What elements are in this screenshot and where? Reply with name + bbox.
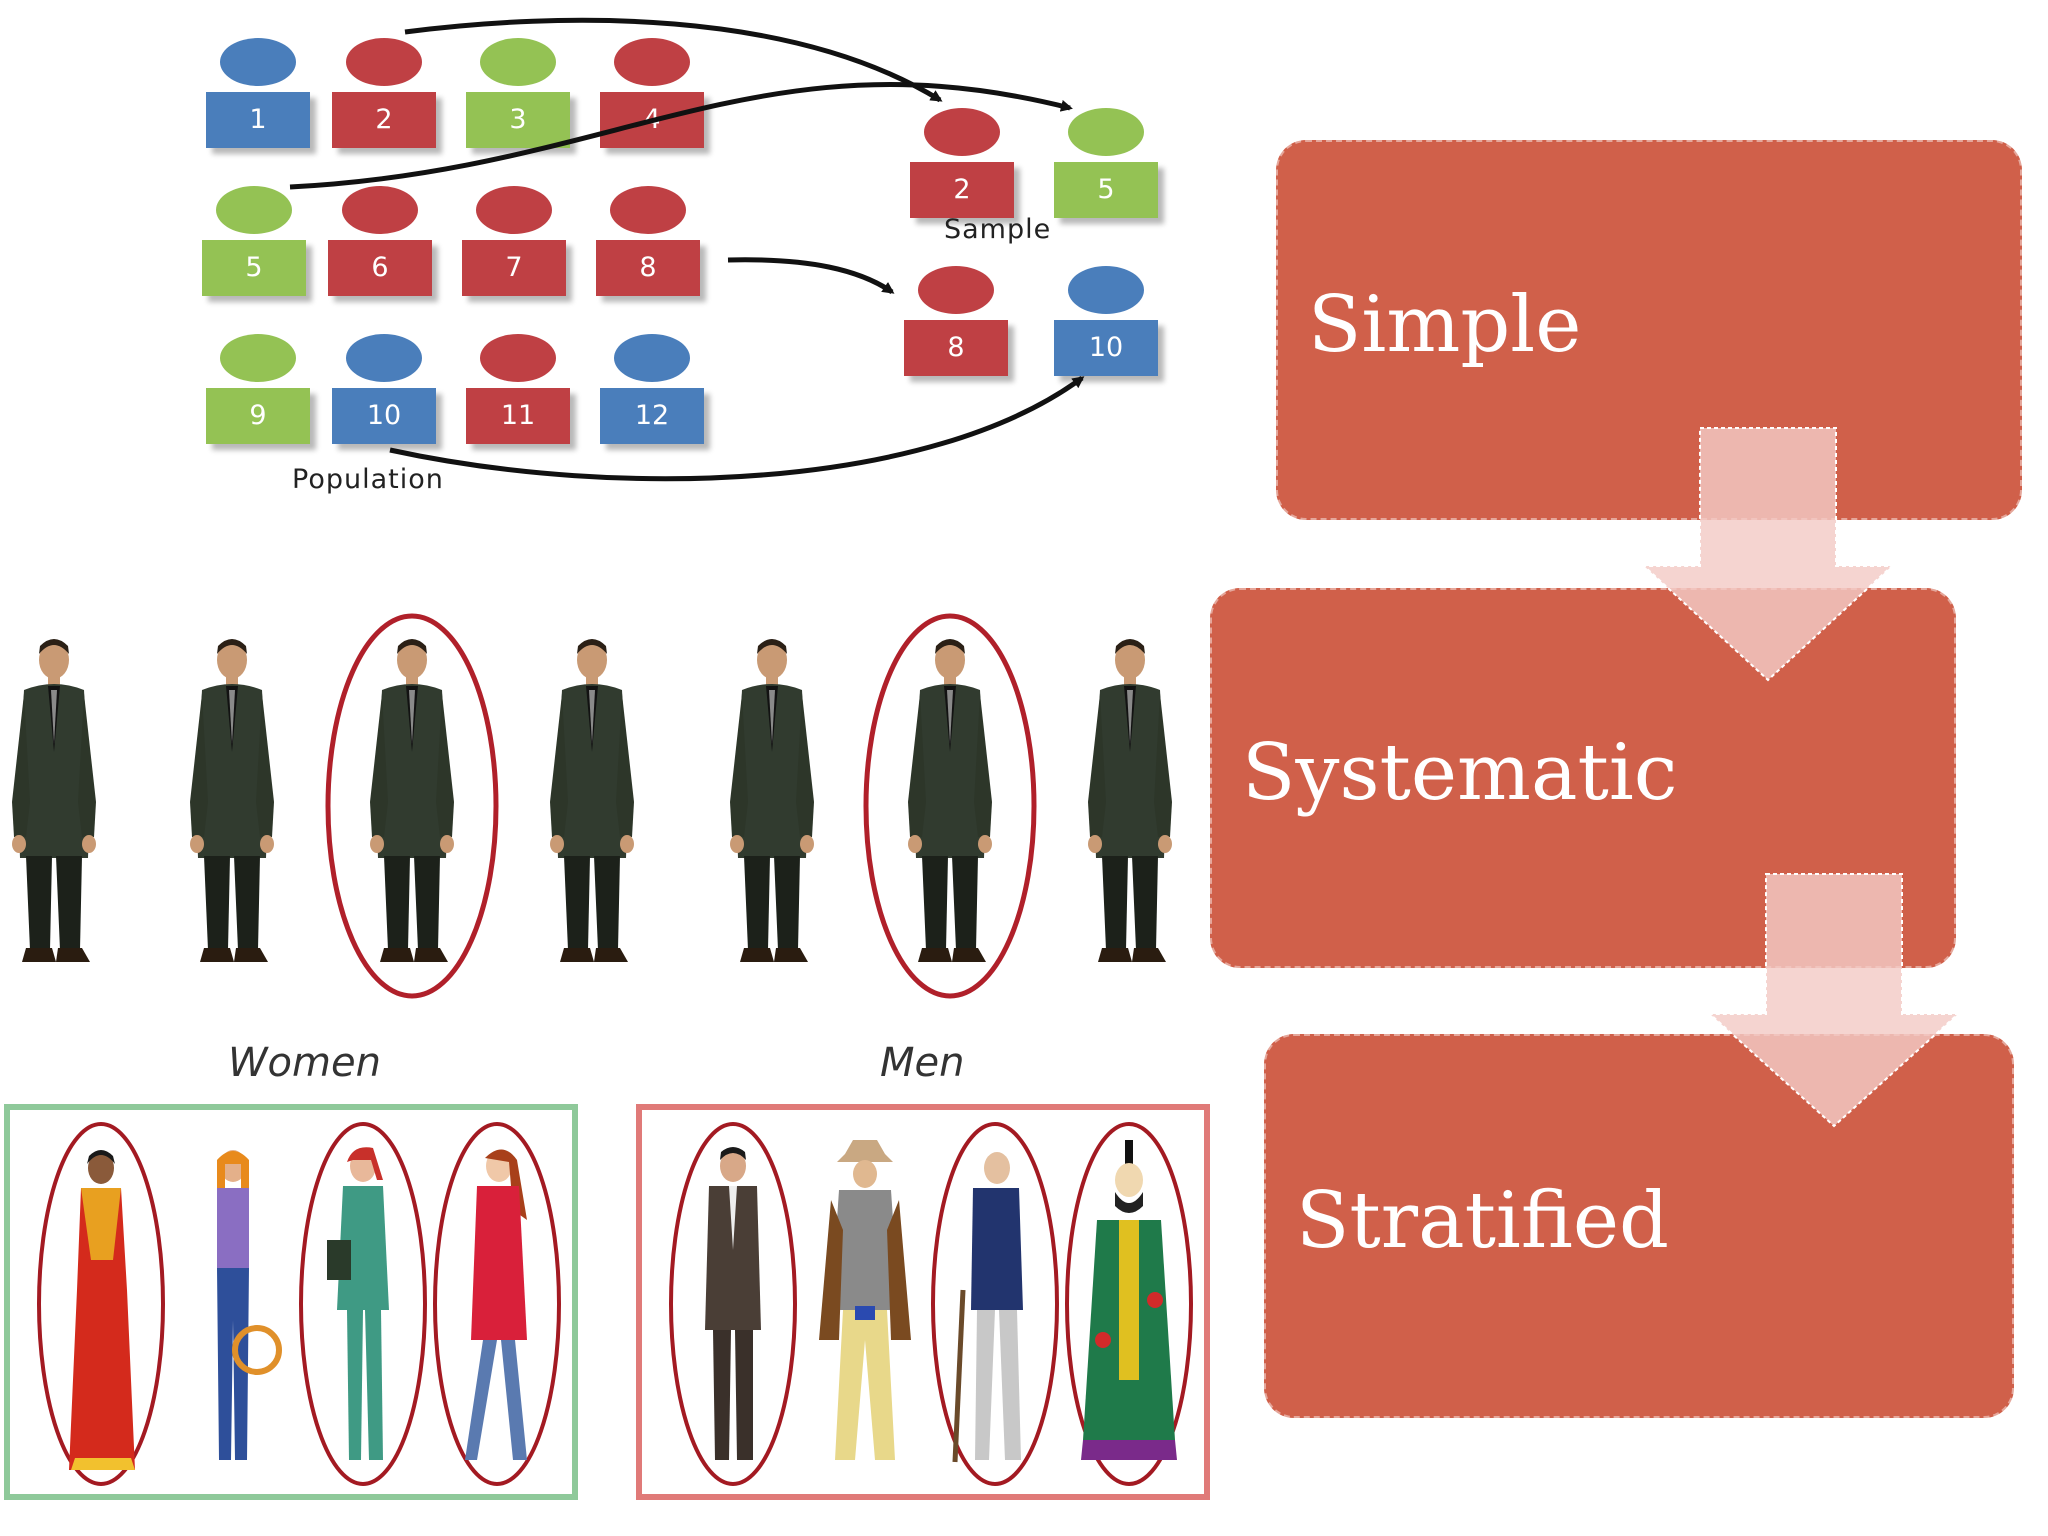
arrow-8-to-sample [727,257,895,295]
token-number: 10 [332,388,436,444]
token-5: 5 [1054,108,1158,218]
token-number: 2 [910,162,1014,218]
flow-step-stratified-label: Stratified [1296,1176,1669,1266]
arrow-2-to-sample [404,17,943,103]
token-number: 8 [596,240,700,296]
token-number: 7 [462,240,566,296]
token-head [924,108,1000,156]
token-number: 8 [904,320,1008,376]
population-caption: Population [292,464,444,495]
token-head [476,186,552,234]
systematic-figure [4,632,104,976]
token-11: 11 [466,334,570,444]
token-8: 8 [596,186,700,296]
systematic-figure [362,632,462,976]
token-head [614,334,690,382]
token-number: 12 [600,388,704,444]
token-number: 11 [466,388,570,444]
systematic-sampling-row [0,600,1200,1020]
token-4: 4 [600,38,704,148]
token-9: 9 [206,334,310,444]
token-head [346,334,422,382]
token-number: 6 [328,240,432,296]
token-head [220,38,296,86]
token-head [220,334,296,382]
flow-step-simple-label: Simple [1308,280,1582,370]
token-10: 10 [1054,266,1158,376]
token-2: 2 [332,38,436,148]
men-stratum-box [636,1104,1210,1500]
sample-caption: Sample [944,214,1052,245]
token-1: 1 [206,38,310,148]
systematic-figure [1080,632,1180,976]
flow-arrow-2 [1707,873,1961,1128]
systematic-figure [182,632,282,976]
token-head [614,38,690,86]
stratum-figure-coat-woman [433,1122,561,1486]
stratum-figure-samurai-man [1065,1122,1193,1486]
flow-step-simple-box [1276,140,2022,520]
token-number: 10 [1054,320,1158,376]
token-number: 2 [332,92,436,148]
token-12: 12 [600,334,704,444]
token-8: 8 [904,266,1008,376]
token-head [346,38,422,86]
stratum-figure-suit-woman [299,1122,427,1486]
flow-step-systematic-label: Systematic [1242,728,1678,818]
group-label-men: Men [880,1040,965,1086]
stratum-figure-elderly-man [931,1122,1059,1486]
systematic-figure [542,632,642,976]
token-head [610,186,686,234]
token-number: 5 [202,240,306,296]
token-3: 3 [466,38,570,148]
token-10: 10 [332,334,436,444]
token-head [342,186,418,234]
selection-ellipse [863,613,1037,999]
token-number: 5 [1054,162,1158,218]
token-head [480,334,556,382]
token-head [918,266,994,314]
stratum-figure-casual-woman [217,1150,282,1460]
flow-step-stratified-box [1264,1034,2014,1418]
token-head [480,38,556,86]
stratum-figure-suit-man [669,1122,797,1486]
stratum-figure-sari-woman [37,1122,165,1486]
selection-arrows [289,17,1085,482]
group-label-women: Women [228,1040,381,1086]
token-6: 6 [328,186,432,296]
systematic-figure [900,632,1000,976]
arrow-5-to-sample [289,82,1073,190]
token-number: 3 [466,92,570,148]
token-head [1068,266,1144,314]
selection-ellipse [325,613,499,999]
token-number: 1 [206,92,310,148]
arrow-10-to-sample [389,375,1085,482]
flow-arrow-1 [1641,427,1895,682]
token-head [216,186,292,234]
token-5: 5 [202,186,306,296]
systematic-figure [722,632,822,976]
token-2: 2 [910,108,1014,218]
token-number: 9 [206,388,310,444]
women-stratum-box [4,1104,578,1500]
stratum-figure-cowboy-man [819,1140,911,1460]
token-7: 7 [462,186,566,296]
token-head [1068,108,1144,156]
